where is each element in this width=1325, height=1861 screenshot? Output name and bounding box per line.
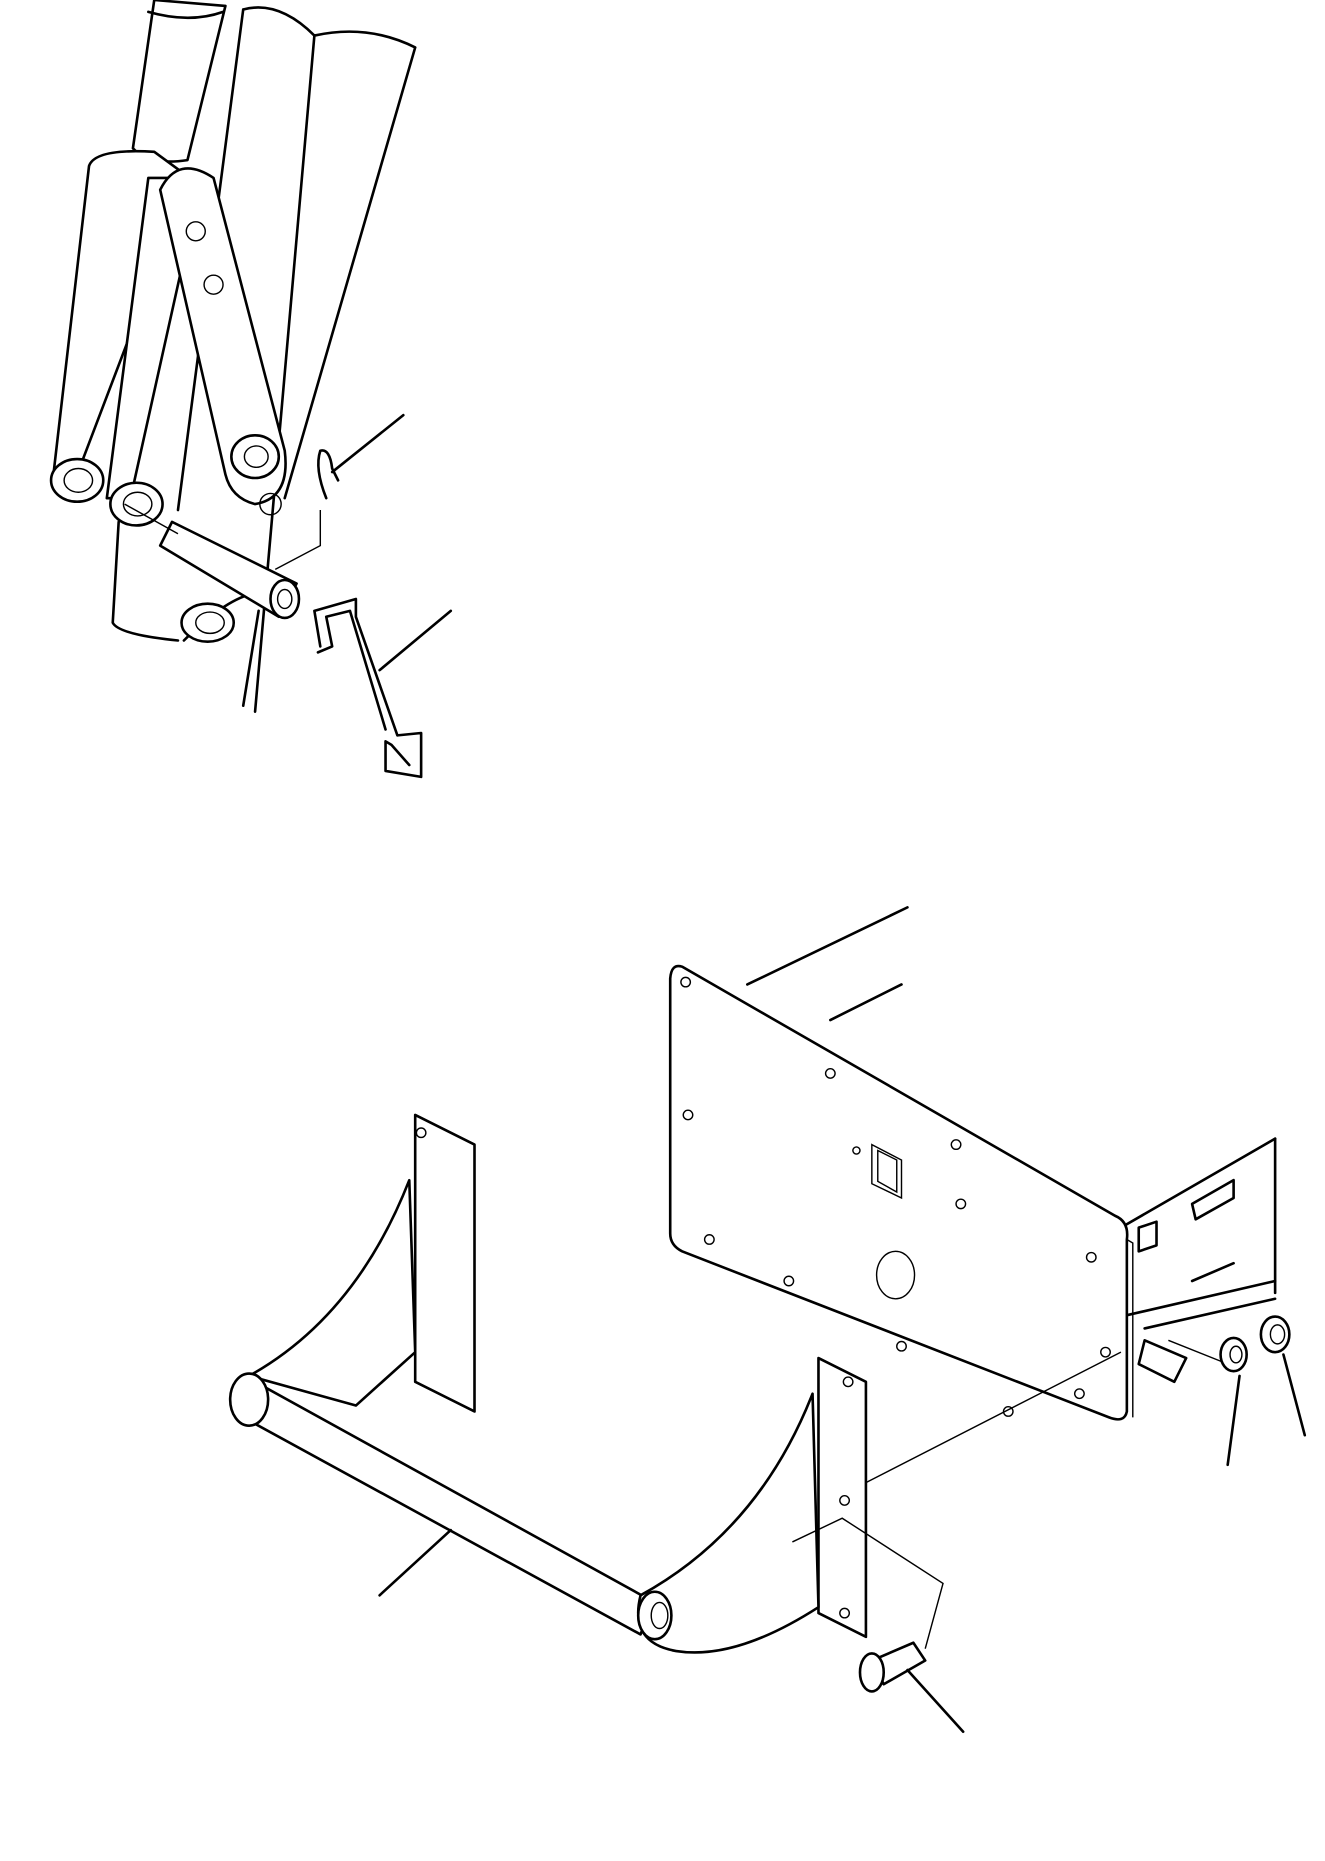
mounting-plate <box>668 906 1277 1421</box>
pin <box>124 503 322 620</box>
washer-nut <box>1168 1315 1291 1373</box>
snap-pin <box>317 449 340 500</box>
leader-lines-lower <box>378 1353 1307 1734</box>
leader-lines <box>241 413 453 708</box>
bolt <box>792 1351 1122 1693</box>
support-stand <box>228 1113 868 1654</box>
lock-bracket <box>313 597 423 779</box>
boom-assembly <box>49 0 417 713</box>
